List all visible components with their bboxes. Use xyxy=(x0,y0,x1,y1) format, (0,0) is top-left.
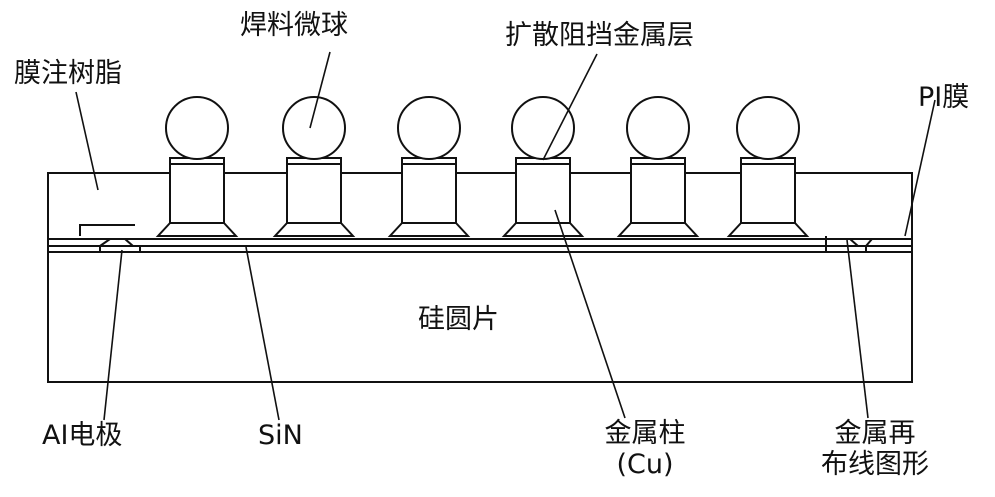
metal-pillar xyxy=(287,158,341,223)
label-metal-pillar-line1: 金属柱 xyxy=(604,418,686,449)
label-rdl-line2: 布线图形 xyxy=(821,449,929,481)
label-sin: SiN xyxy=(258,420,303,451)
label-metal-pillar: 金属柱 (Cu) xyxy=(590,418,700,480)
molding-resin xyxy=(48,173,912,252)
label-al-electrode: AI电极 xyxy=(42,420,123,451)
al-electrode-right xyxy=(826,246,866,252)
label-solder-ball: 焊料微球 xyxy=(240,10,348,41)
metal-pillar xyxy=(402,158,456,223)
pi-film-line xyxy=(80,225,135,236)
pillar-base xyxy=(504,223,582,236)
pillar-base xyxy=(275,223,353,236)
solder-ball xyxy=(283,97,345,159)
metal-pillar xyxy=(741,158,795,223)
metal-pillar xyxy=(516,158,570,223)
label-molding-resin: 膜注树脂 xyxy=(14,58,122,89)
al-electrode-left xyxy=(100,246,140,252)
solder-ball xyxy=(166,97,228,159)
solder-ball xyxy=(737,97,799,159)
pi-opening-right xyxy=(850,239,912,246)
metal-pillar xyxy=(170,158,224,223)
label-pi-film: PI膜 xyxy=(918,82,970,113)
label-rdl: 金属再 布线图形 xyxy=(810,418,940,480)
pillar-base xyxy=(390,223,468,236)
pillar-base xyxy=(729,223,807,236)
leader-rdl xyxy=(847,240,868,418)
label-diffusion-barrier: 扩散阻挡金属层 xyxy=(505,20,694,51)
metal-pillar xyxy=(631,158,685,223)
solder-ball xyxy=(512,97,574,159)
pillar-base xyxy=(619,223,697,236)
leader-pillar xyxy=(555,210,625,418)
label-silicon-wafer: 硅圆片 xyxy=(418,304,499,335)
leader-pi xyxy=(905,100,935,236)
leader-solder xyxy=(310,52,330,128)
leader-barrier xyxy=(543,54,597,160)
leader-sin xyxy=(246,247,279,420)
label-metal-pillar-line2: (Cu) xyxy=(616,449,674,481)
label-rdl-line1: 金属再 xyxy=(834,418,916,449)
pi-opening-left xyxy=(100,239,133,246)
leader-molding xyxy=(76,92,98,190)
solder-ball xyxy=(627,97,689,159)
solder-ball xyxy=(398,97,460,159)
leader-al xyxy=(104,250,122,420)
pillar-base xyxy=(158,223,236,236)
